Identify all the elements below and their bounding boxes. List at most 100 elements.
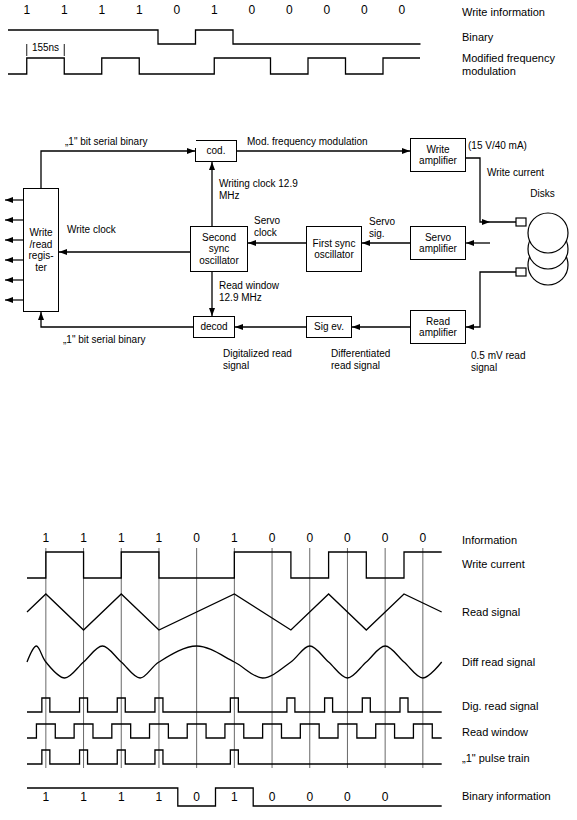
bit-value: 0: [286, 4, 293, 18]
bit-value: 1: [231, 532, 238, 546]
signal-connector: [211, 162, 212, 226]
connector-label: Servo sig.: [368, 216, 408, 239]
node-label: First sync oscillator: [309, 238, 359, 261]
bit-value: 0: [269, 532, 276, 546]
row-label: Read window: [462, 726, 528, 739]
bit-value: 0: [398, 4, 405, 18]
waveforms: [8, 30, 442, 806]
connector-label: „1" bit serial binary: [62, 334, 184, 346]
connector-label: Writing clock 12.9 MHz: [218, 178, 300, 201]
connector-label: Mod. frequency modulation: [246, 136, 408, 148]
head-arm: [490, 271, 518, 273]
timing-gridline: [385, 548, 386, 768]
bit-value: 1: [118, 532, 125, 546]
bit-value: 1: [23, 4, 30, 18]
timing-gridline: [83, 548, 84, 768]
signal-connector: [362, 242, 410, 243]
coder-box: cod.: [195, 140, 237, 162]
bit-value: 1: [231, 791, 238, 805]
signal-connector: [41, 312, 193, 327]
timing-gridline: [234, 548, 235, 768]
bit-value: 0: [344, 532, 351, 546]
connector-label: Write current: [486, 167, 568, 179]
bit-value: 1: [136, 4, 143, 18]
signal-connector: [41, 151, 195, 188]
digital-read-trace: [27, 698, 442, 712]
node-label: cod.: [207, 145, 226, 157]
bus-arrow: [5, 219, 23, 220]
node-label: Sig ev.: [314, 321, 344, 333]
disk-stack: Disks: [490, 185, 575, 295]
disk-platter: [528, 213, 568, 253]
amplifier-box: Write amplifier: [410, 138, 466, 172]
bus-arrow: [5, 239, 23, 240]
node-label: Disks: [530, 188, 554, 200]
connector-label: Servo clock: [253, 215, 305, 238]
timing-gridline: [158, 548, 159, 768]
connector-label: Digitalized read signal: [222, 348, 304, 371]
timing-gridline: [272, 548, 273, 768]
bit-value: 0: [344, 791, 351, 805]
current-rating: (15 V/40 mA): [468, 140, 527, 152]
bit-value: 0: [193, 532, 200, 546]
bit-value: 0: [361, 4, 368, 18]
read-window-trace: [27, 724, 442, 738]
decoder-box: decod: [193, 316, 235, 338]
timing-gridline: [422, 548, 423, 768]
row-label: Dig. read signal: [462, 700, 538, 713]
connector-label: Read window 12.9 MHz: [218, 280, 300, 303]
row-label: Write current: [462, 558, 525, 571]
bit-value: 0: [323, 4, 330, 18]
timing-gridline: [45, 548, 46, 768]
bit-value: 1: [156, 791, 163, 805]
timing-gridline: [121, 548, 122, 768]
bus-arrow: [5, 259, 23, 260]
write-current-trace: [27, 552, 442, 578]
signal-connector: [59, 251, 190, 252]
row-label: Binary: [462, 31, 493, 44]
connector-label: 0.5 mV read signal: [470, 350, 542, 373]
oscillator-box: Second sync oscillator: [190, 226, 248, 272]
node-label: Write /read regis- ter: [26, 227, 56, 273]
row-label: Write information: [462, 6, 545, 19]
bit-value: 0: [420, 532, 427, 546]
signal-connector: [466, 272, 490, 327]
dimension-tick: [26, 44, 27, 56]
pulse-train-trace: [27, 750, 442, 764]
bit-value: 1: [43, 791, 50, 805]
bit-value: 1: [43, 532, 50, 546]
dimension-tick: [64, 44, 65, 56]
diff-read-trace: [27, 646, 442, 678]
bit-value: 1: [118, 791, 125, 805]
disk-drawing: [490, 185, 575, 295]
amplifier-box: Servo amplifier: [410, 226, 466, 260]
row-label: Read signal: [462, 606, 520, 619]
bit-value: 1: [80, 791, 87, 805]
bit-value: 0: [193, 791, 200, 805]
node-label: Read amplifier: [413, 316, 463, 339]
bit-value: 0: [248, 4, 255, 18]
oscillator-box: First sync oscillator: [306, 226, 362, 272]
row-label: Information: [462, 534, 517, 547]
timing-gridline: [347, 548, 348, 768]
node-label: decod: [200, 321, 227, 333]
bus-arrow: [5, 199, 23, 200]
bit-value: 0: [306, 791, 313, 805]
node-label: Second sync oscillator: [193, 232, 245, 267]
signal-connector: [211, 272, 212, 316]
amplifier-box: Read amplifier: [410, 310, 466, 344]
row-label: Diff read signal: [462, 656, 535, 669]
register-box: Write /read regis- ter: [23, 188, 59, 312]
row-label: Modified frequency modulation: [462, 52, 574, 77]
connector-label: Differentiated read signal: [330, 348, 412, 371]
bit-value: 0: [173, 4, 180, 18]
timing-gridline: [309, 548, 310, 768]
read-signal-trace: [27, 594, 442, 630]
bit-value: 0: [306, 532, 313, 546]
binary-info-trace: [27, 788, 442, 806]
timing-dimension: 155ns: [32, 42, 59, 54]
bit-value: 0: [382, 532, 389, 546]
bit-value: 1: [61, 4, 68, 18]
